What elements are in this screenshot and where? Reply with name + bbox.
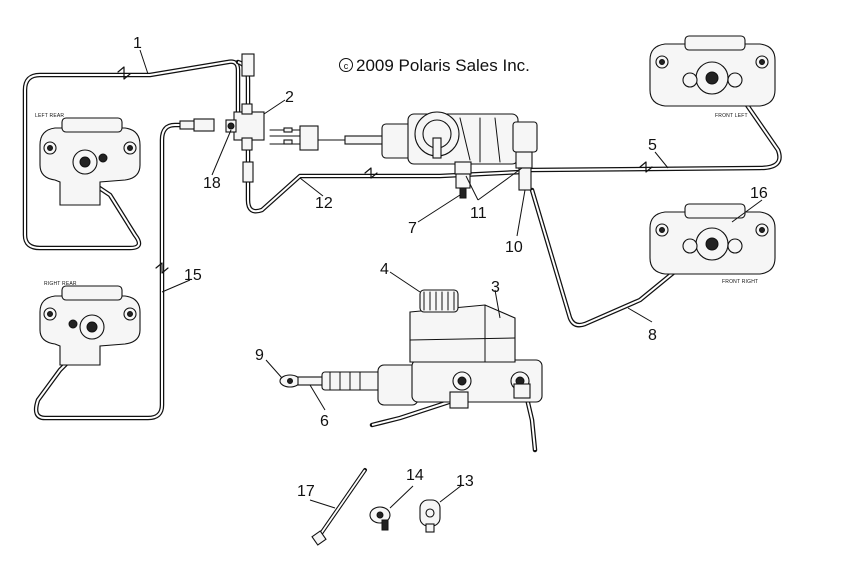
copyright-text: 2009 Polaris Sales Inc.	[356, 56, 530, 75]
callout-12: 12	[315, 195, 333, 212]
upper-master-cylinder	[344, 111, 538, 199]
left-rear-label: LEFT REAR	[35, 113, 64, 119]
caliper-front-left: FRONT LEFT	[649, 35, 776, 119]
lower-master-cylinder	[279, 289, 543, 409]
brake-lines	[22, 59, 782, 453]
callout-18: 18	[203, 175, 221, 192]
callout-5: 5	[648, 137, 657, 154]
front-left-label: FRONT LEFT	[715, 113, 748, 119]
switch-connector	[269, 125, 346, 151]
callout-8: 8	[648, 327, 657, 344]
callout-3: 3	[491, 279, 500, 296]
front-right-label: FRONT RIGHT	[722, 279, 758, 285]
callout-13: 13	[456, 473, 474, 490]
distribution-block	[179, 53, 265, 183]
callout-1: 1	[133, 35, 142, 52]
caliper-left-rear: LEFT REAR	[35, 113, 141, 206]
right-rear-label: RIGHT REAR	[44, 281, 77, 287]
clip-13	[419, 499, 441, 533]
callout-17: 17	[297, 483, 315, 500]
callout-2: 2	[285, 89, 294, 106]
callout-6: 6	[320, 413, 329, 430]
callout-16: 16	[750, 185, 768, 202]
caliper-right-rear: RIGHT REAR	[39, 281, 141, 366]
copyright-notice: c 2009 Polaris Sales Inc.	[339, 56, 530, 75]
leader-lines	[139, 49, 763, 509]
caliper-front-right: FRONT RIGHT	[649, 203, 776, 285]
svg-text:c: c	[344, 61, 349, 71]
callout-4: 4	[380, 261, 389, 278]
callout-14: 14	[406, 467, 424, 484]
callout-7: 7	[408, 220, 417, 237]
callout-15: 15	[184, 267, 202, 284]
clip-14	[369, 506, 391, 531]
callout-9: 9	[255, 347, 264, 364]
callout-numbers: 1 2 3 4 5 6 7 8 9 10 11 12 13 14 15 16 1…	[133, 35, 768, 500]
callout-10: 10	[505, 239, 523, 256]
callout-11: 11	[470, 205, 487, 222]
cable-tie	[311, 468, 367, 546]
